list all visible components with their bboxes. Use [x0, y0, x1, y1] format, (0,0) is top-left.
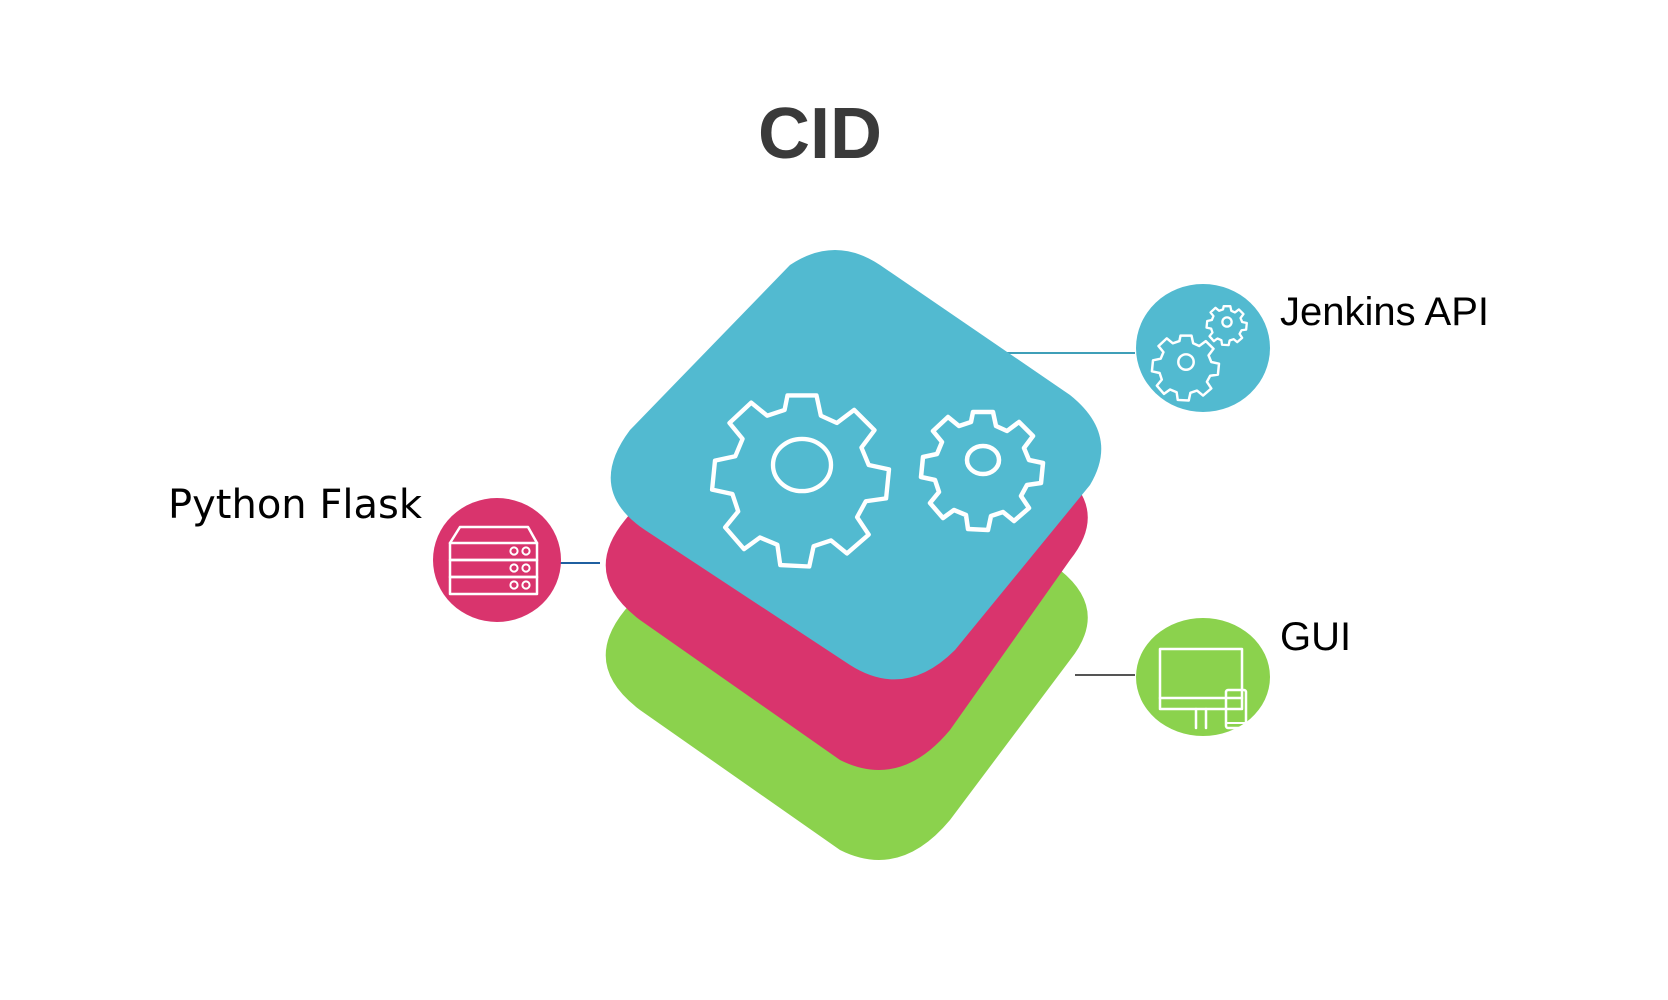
diagram-title: CID — [758, 94, 882, 174]
server-icon — [448, 525, 539, 596]
monitor-phone-icon — [1158, 647, 1248, 730]
jenkins-api-node — [1136, 284, 1270, 412]
gui-circle — [1136, 618, 1270, 736]
gui-label: GUI — [1280, 615, 1351, 659]
gui-node — [1136, 618, 1270, 736]
python-flask-node — [433, 498, 561, 622]
layer-top — [610, 250, 1102, 680]
python-flask-label: Python Flask — [168, 482, 423, 528]
jenkins-api-circle — [1136, 284, 1270, 412]
gears-icon — [1150, 305, 1248, 402]
jenkins-api-label: Jenkins API — [1280, 290, 1489, 334]
gears-icon — [712, 395, 1043, 566]
